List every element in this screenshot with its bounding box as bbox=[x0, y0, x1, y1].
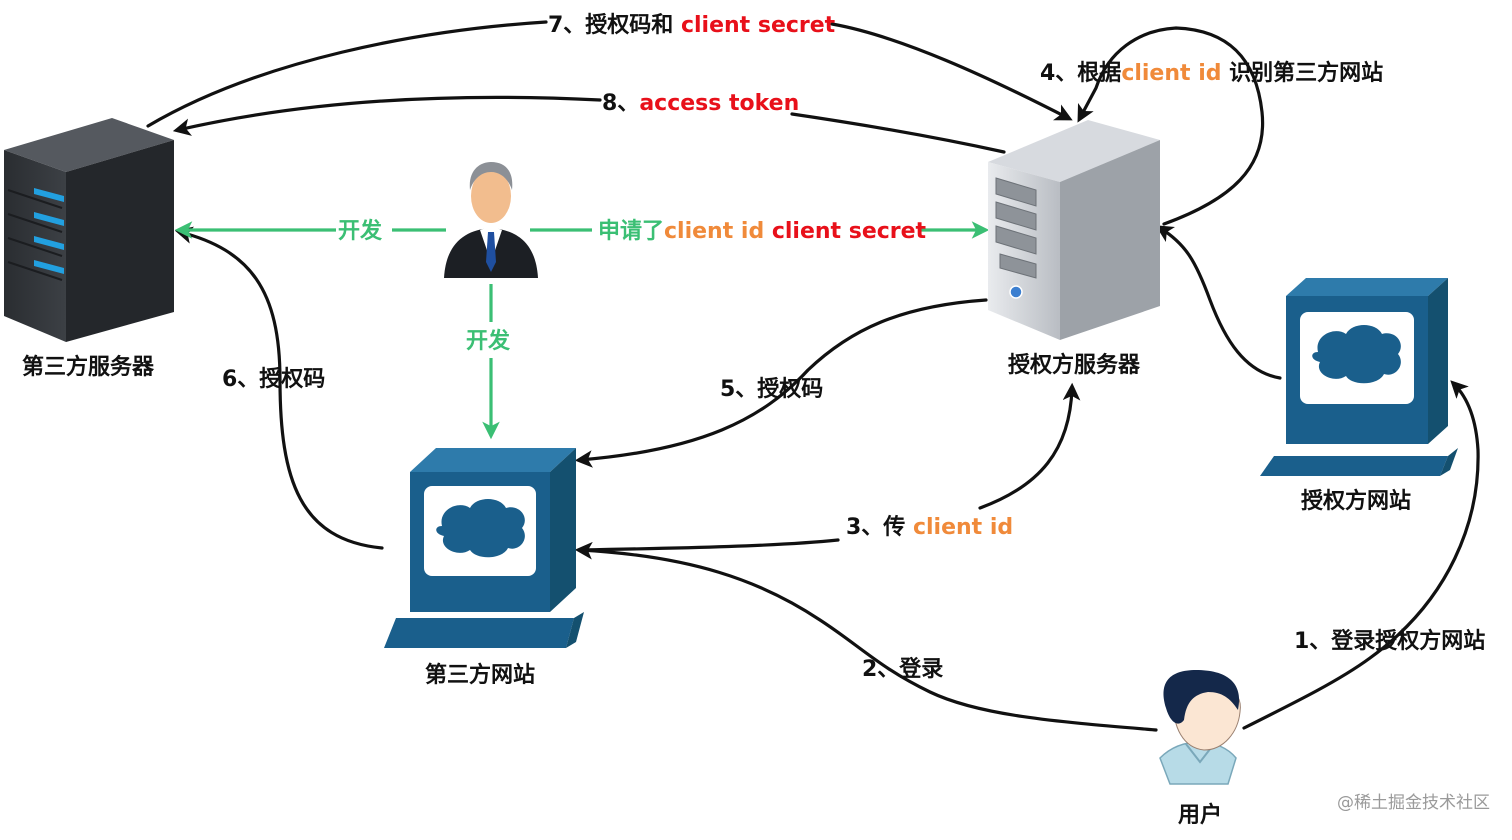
auth-site-label: 授权方网站 bbox=[1301, 488, 1411, 514]
third-party-site-icon bbox=[384, 448, 584, 648]
third-party-site-label: 第三方网站 bbox=[425, 662, 535, 688]
edge-3-label: 3、传 client id bbox=[846, 515, 1013, 540]
edge-7-code-and-secret bbox=[146, 20, 1068, 126]
auth-site-icon bbox=[1260, 278, 1458, 476]
dev-down-label: 开发 bbox=[466, 328, 511, 354]
edge-6-label: 6、授权码 bbox=[222, 366, 325, 392]
watermark: @稀土掘金技术社区 bbox=[1337, 793, 1490, 813]
edge-2-label: 2、登录 bbox=[862, 657, 943, 682]
third-party-server-label: 第三方服务器 bbox=[22, 354, 155, 380]
edge-auth-site-to-auth-server bbox=[1155, 225, 1282, 380]
auth-server-label: 授权方服务器 bbox=[1008, 352, 1141, 378]
user-icon bbox=[1159, 670, 1241, 785]
third-party-server-icon bbox=[4, 118, 174, 342]
dev-apply-label: 申请了client id client secret bbox=[598, 218, 927, 244]
edge-2-login bbox=[574, 541, 1158, 732]
edge-4-label: 4、根据client id 识别第三方网站 bbox=[1040, 60, 1383, 86]
developer-icon bbox=[444, 162, 538, 278]
edge-8-access-token bbox=[178, 95, 1006, 154]
edge-5-label: 5、授权码 bbox=[720, 376, 823, 402]
edge-6-auth-code bbox=[174, 226, 384, 550]
edge-1-login-auth-site bbox=[1242, 380, 1480, 730]
edge-5-auth-code bbox=[574, 298, 988, 468]
developer-edges bbox=[180, 230, 984, 434]
edge-3-pass-client-id bbox=[578, 388, 1072, 552]
edge-8-label: 8、access token bbox=[602, 91, 799, 116]
edge-1-label: 1、登录授权方网站 bbox=[1294, 628, 1485, 654]
edge-4-identify-site bbox=[1077, 26, 1265, 226]
dev-left-label: 开发 bbox=[338, 218, 383, 244]
edge-7-label: 7、授权码和 client secret bbox=[548, 12, 836, 38]
edges bbox=[146, 20, 1480, 732]
user-label: 用户 bbox=[1178, 802, 1222, 828]
auth-server-icon bbox=[988, 120, 1160, 340]
